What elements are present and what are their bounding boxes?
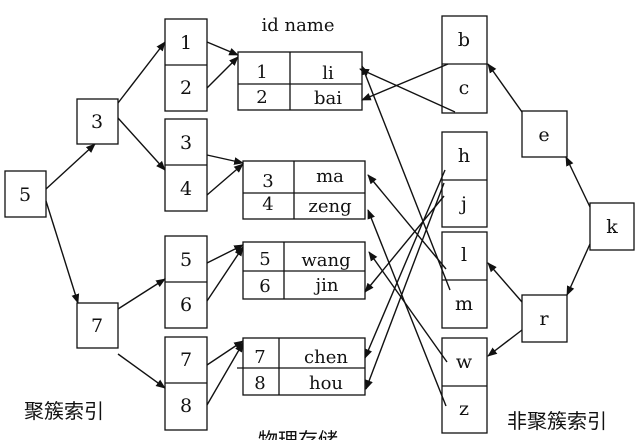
row-name: chen	[304, 347, 348, 368]
clustered-node-3	[76, 98, 119, 145]
row-name: li	[322, 63, 334, 84]
nonclustered-leaf-key: h	[458, 145, 470, 167]
arrow-k-to-r	[566, 243, 591, 296]
clustered-leaf-key: 2	[180, 77, 192, 99]
nonclustered-node-key: r	[539, 308, 549, 330]
arrow-m-to-li	[361, 65, 451, 291]
row-name: ma	[316, 166, 344, 187]
arrow-leaf1-to-page1	[206, 41, 239, 56]
row-name: zeng	[308, 196, 351, 217]
arrow-3-to-leaf12	[117, 41, 166, 104]
nonclustered-leaf-key: c	[459, 77, 470, 99]
physical-storage	[237, 51, 366, 396]
arrow-j-to-jin	[364, 195, 445, 293]
nonclustered-leaf-key: m	[455, 293, 473, 315]
clustered-leaf-key: 1	[180, 32, 192, 54]
row-name: bai	[314, 88, 342, 109]
arrow-hj-to-hou	[365, 182, 445, 390]
arrow-leaf2-to-page1	[206, 56, 239, 89]
row-name: wang	[301, 250, 350, 271]
arrow-7-to-leaf78	[117, 353, 166, 389]
arrow-b-to-bai	[361, 63, 449, 101]
arrow-root-to-7	[45, 200, 80, 304]
clustered-leaf-key: 5	[180, 249, 192, 271]
clustered-index-label: 聚簇索引	[24, 399, 104, 423]
clustered-node-key: 7	[91, 315, 103, 337]
arrow-c-to-li	[359, 68, 456, 113]
row-id: 1	[256, 62, 267, 83]
arrow-leaf8-to-page4	[206, 342, 244, 406]
clustered-leaf-key: 8	[180, 395, 192, 417]
row-id: 5	[259, 249, 270, 270]
table-header: id name	[261, 15, 334, 36]
storage-page-2	[242, 160, 366, 220]
arrow-e-to-bc	[487, 63, 523, 113]
arrow-7-to-leaf56	[117, 278, 166, 310]
clustered-leaf-key: 6	[180, 294, 192, 316]
nonclustered-node-key: e	[538, 124, 549, 146]
nonclustered-root-key: k	[606, 216, 618, 238]
arrow-leaf4-to-page2	[206, 163, 244, 196]
row-id: 3	[262, 171, 273, 192]
row-name: hou	[309, 373, 343, 394]
row-id: 6	[259, 276, 270, 297]
arrow-3-to-leaf34	[117, 117, 166, 171]
clustered-node-7	[76, 302, 119, 349]
row-id: 2	[256, 87, 267, 108]
arrow-z-to-zeng	[367, 209, 447, 407]
arrow-leaf3-to-page2	[206, 154, 244, 165]
arrow-r-to-lm	[487, 262, 523, 303]
clustered-root-key: 5	[19, 184, 31, 206]
arrow-h-to-chen	[364, 169, 446, 359]
nonclustered-leaf-key: w	[456, 351, 473, 373]
nonclustered-node-e	[521, 110, 568, 158]
nonclustered-leaf-key: b	[458, 29, 470, 51]
row-id: 4	[262, 194, 273, 215]
row-id: 7	[254, 347, 265, 368]
row-name: jin	[314, 275, 339, 296]
clustered-index-tree	[4, 18, 208, 431]
clustered-leaf-key: 7	[180, 349, 192, 371]
arrow-w-to-wang	[368, 251, 448, 363]
clustered-leaf-key: 4	[180, 178, 192, 200]
physical-storage-label: 物理存储	[258, 428, 338, 440]
storage-page-4	[242, 337, 366, 396]
nonclustered-leaf-key: j	[459, 193, 467, 215]
nonclustered-index-label: 非聚簇索引	[507, 409, 607, 433]
nonclustered-index-tree	[441, 15, 635, 434]
tree-arrows	[45, 41, 591, 407]
nonclustered-node-r	[521, 294, 568, 343]
arrow-k-to-e	[565, 156, 591, 208]
arrow-r-to-wz	[487, 329, 523, 357]
arrow-l-to-ma	[367, 174, 447, 270]
arrow-leaf6-to-page3	[206, 246, 244, 302]
nonclustered-leaf-key: z	[459, 398, 469, 420]
clustered-leaf-key: 3	[180, 132, 192, 154]
arrow-root-to-3	[45, 143, 96, 190]
nonclustered-root-node	[589, 202, 635, 251]
clustered-node-key: 3	[91, 111, 103, 133]
storage-page-1	[237, 51, 363, 111]
clustered-root-node	[4, 170, 47, 218]
row-id: 8	[254, 373, 265, 394]
nonclustered-leaf-key: l	[461, 244, 467, 266]
